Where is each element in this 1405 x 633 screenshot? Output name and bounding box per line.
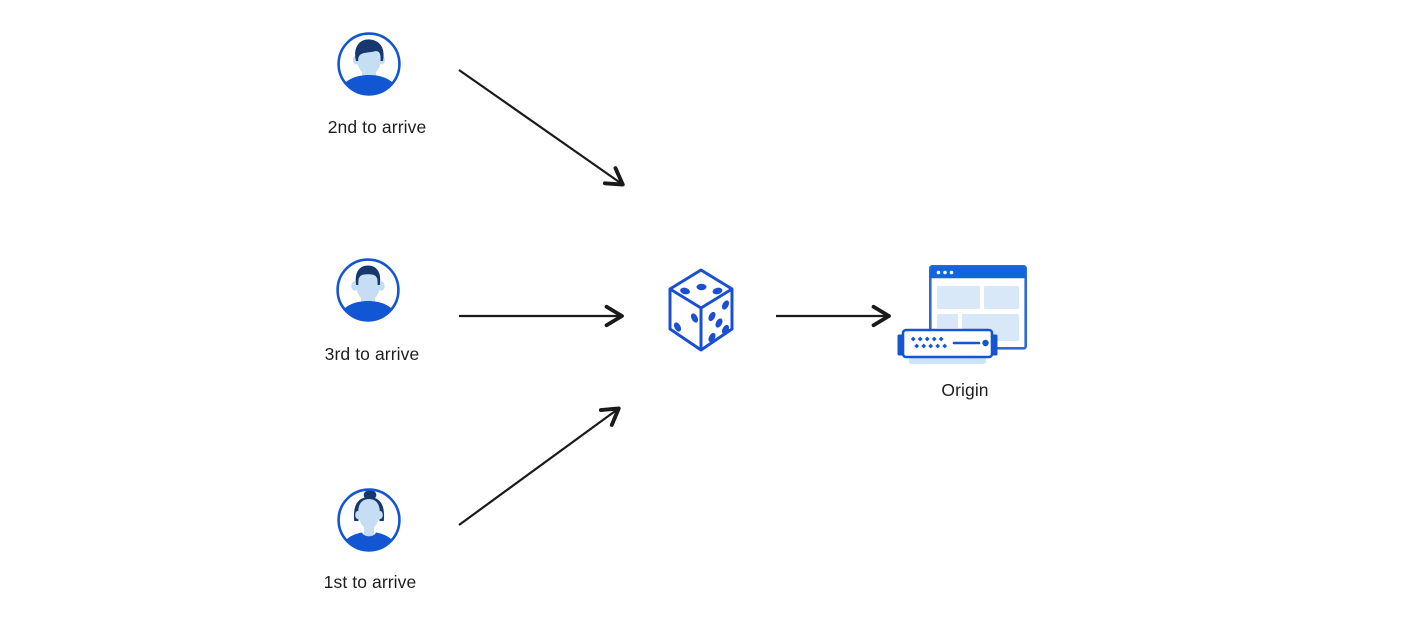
- user-male-flat-avatar-icon: [336, 258, 400, 322]
- dice-icon: [668, 268, 734, 352]
- arrow-client1-to-dice: [458, 406, 621, 526]
- origin-server-icon: [897, 328, 998, 364]
- client1-label: 1st to arrive: [323, 572, 417, 592]
- arrow-client2-to-dice: [458, 69, 625, 187]
- origin-browser-window-icon: [929, 265, 1027, 350]
- client2-label: 2nd to arrive: [327, 117, 427, 137]
- user-male-swoop-avatar-icon: [337, 32, 401, 96]
- origin-label: Origin: [941, 380, 989, 400]
- user-female-bun-avatar-icon: [337, 488, 401, 552]
- client3-label: 3rd to arrive: [324, 344, 420, 364]
